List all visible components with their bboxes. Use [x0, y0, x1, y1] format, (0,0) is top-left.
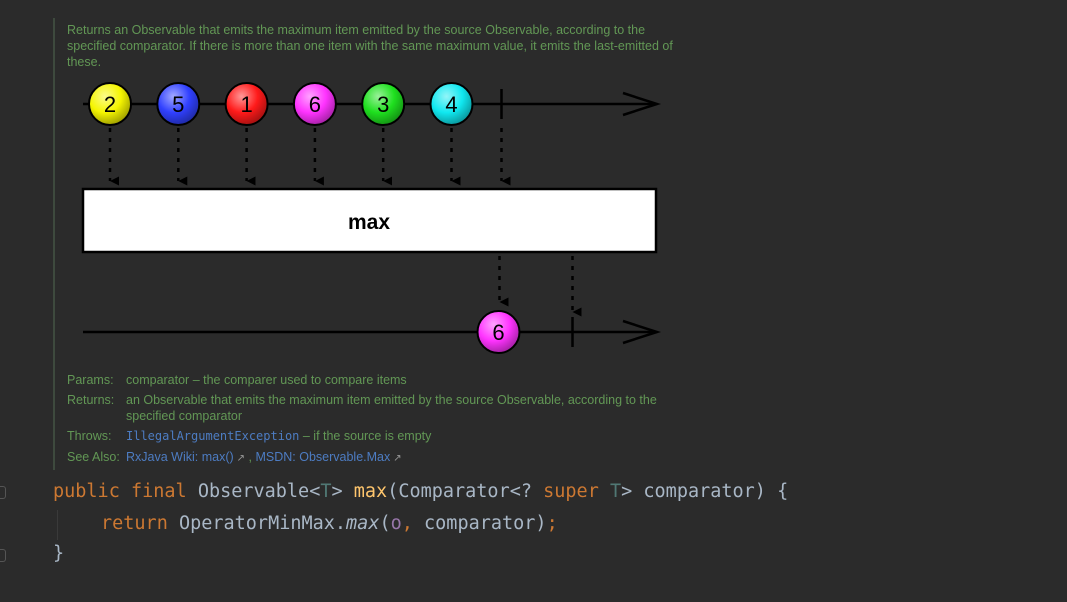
params-row: Params: comparator – the comparer used t…: [67, 372, 687, 388]
params-label: Params:: [67, 373, 114, 387]
input-timeline-arrowhead: [622, 91, 662, 117]
param-comparator[interactable]: comparator: [643, 481, 755, 502]
keyword-public: public: [53, 481, 120, 502]
returns-text: an Observable that emits the maximum ite…: [126, 393, 657, 423]
method-name-max[interactable]: max: [353, 481, 388, 502]
code-line-1[interactable]: public final Observable<T> max(Comparato…: [53, 480, 788, 504]
input-marble-label: 6: [309, 92, 321, 117]
paren-open: (: [387, 481, 399, 502]
input-marble-label: 5: [172, 92, 184, 117]
static-method-max[interactable]: max: [346, 513, 380, 534]
returns-row: Returns: an Observable that emits the ma…: [67, 392, 687, 424]
throws-text: – if the source is empty: [299, 429, 432, 443]
marble-diagram: 2 5 1 6 3 4 max 6: [81, 82, 662, 354]
input-marble: [224, 82, 269, 126]
angle-close: >: [621, 481, 633, 502]
comma: ,: [401, 513, 413, 534]
see-also-row: See Also: RxJava Wiki: max()↗ , MSDN: Ob…: [67, 449, 687, 467]
input-marble: [361, 82, 406, 126]
output-marble: [476, 310, 521, 354]
wildcard: ?: [520, 481, 544, 502]
keyword-return: return: [101, 513, 168, 534]
type-observable[interactable]: Observable: [197, 481, 310, 502]
angle-close: >: [331, 481, 343, 502]
code-line-3[interactable]: }: [53, 543, 65, 564]
input-marble-label: 2: [104, 92, 116, 117]
semicolon: ;: [546, 513, 558, 534]
input-marble: [292, 82, 337, 126]
class-operator-min-max[interactable]: OperatorMinMax: [178, 513, 335, 534]
input-marble: [88, 82, 132, 126]
returns-label: Returns:: [67, 393, 115, 407]
throws-label: Throws:: [67, 429, 112, 443]
type-param-t[interactable]: T: [609, 481, 622, 502]
paren-close-brace: ) {: [754, 481, 789, 502]
throws-row: Throws: IllegalArgumentException – if th…: [67, 428, 687, 444]
input-marble-label: 3: [377, 92, 389, 117]
arg-comparator[interactable]: comparator: [424, 513, 536, 534]
paren-close: ): [535, 513, 547, 534]
type-param-t[interactable]: T: [320, 481, 332, 502]
dot: .: [334, 513, 347, 534]
input-marble: [156, 82, 201, 126]
params-text: comparator – the comparer used to compar…: [126, 373, 407, 387]
field-o[interactable]: o: [390, 513, 402, 534]
paren-open: (: [379, 513, 391, 534]
operator-label: max: [348, 211, 390, 234]
see-also-separator: ,: [245, 450, 256, 464]
external-link-icon: ↗: [393, 453, 402, 464]
type-comparator[interactable]: Comparator: [398, 481, 510, 502]
output-marble-label: 6: [492, 320, 504, 345]
input-marble: [429, 82, 474, 126]
input-marble-label: 1: [240, 92, 252, 117]
input-marble-label: 4: [445, 92, 457, 117]
fold-marker-icon[interactable]: [0, 549, 6, 562]
external-link-icon: ↗: [236, 453, 246, 464]
doc-description: Returns an Observable that emits the max…: [67, 23, 673, 69]
fold-marker-icon[interactable]: [0, 486, 6, 499]
rxjava-wiki-link[interactable]: RxJava Wiki: max(): [126, 450, 234, 464]
angle-open: <: [309, 481, 321, 502]
angle-open: <: [509, 481, 521, 502]
see-also-label: See Also:: [67, 450, 120, 464]
keyword-super: super: [543, 481, 599, 502]
indent-guide: [57, 510, 58, 540]
throws-class-link[interactable]: IllegalArgumentException: [126, 429, 300, 443]
doc-border: [53, 18, 55, 470]
operator-box: [81, 187, 658, 254]
msdn-link[interactable]: MSDN: Observable.Max: [255, 450, 391, 464]
output-timeline-arrowhead: [622, 319, 662, 345]
code-line-2[interactable]: return OperatorMinMax.max(o, comparator)…: [101, 512, 558, 536]
keyword-final: final: [130, 481, 187, 502]
